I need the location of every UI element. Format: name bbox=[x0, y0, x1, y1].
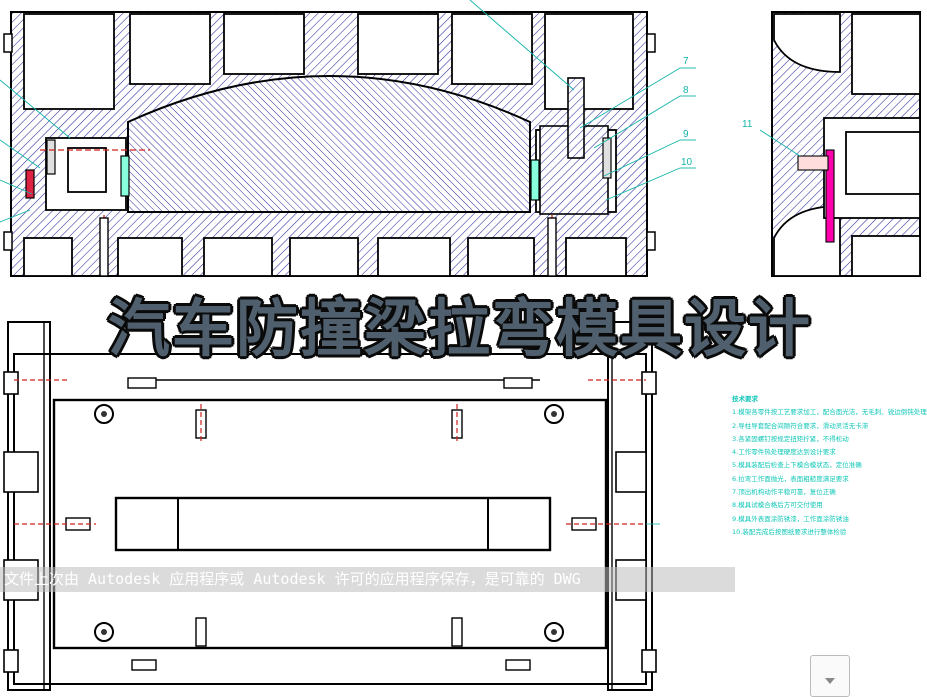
callout-11: 11 bbox=[742, 119, 753, 130]
notes-line: 2.导柱导套配合间隙符合要求，滑动灵活无卡滞 bbox=[732, 421, 869, 430]
callout-8: 8 bbox=[683, 85, 689, 96]
notes-line: 7.顶出机构动作平稳可靠，复位正确 bbox=[732, 488, 836, 497]
plan-view bbox=[3, 321, 660, 691]
callout-7: 7 bbox=[683, 56, 689, 67]
notes-heading: 技术要求 bbox=[732, 395, 758, 403]
page-title: 汽车防撞梁拉弯模具设计 bbox=[107, 292, 812, 365]
notes-line: 5.模具装配后检查上下模合模状态，定位准确 bbox=[732, 461, 862, 470]
callout-10: 10 bbox=[681, 157, 693, 168]
scroll-down-button[interactable] bbox=[810, 655, 850, 697]
callout-9: 9 bbox=[683, 129, 689, 140]
notes-line: 3.各紧固螺钉按规定扭矩拧紧，不得松动 bbox=[732, 434, 849, 443]
notes-line: 8.模具试模合格后方可交付使用 bbox=[732, 501, 823, 510]
technical-notes: 技术要求 1.模架各零件按工艺要求加工，配合面光洁，无毛刺、锐边倒钝处理 2.导… bbox=[732, 393, 927, 539]
section-view-detail bbox=[759, 11, 921, 277]
notes-line: 9.模具外表面涂防锈漆，工作面涂防锈油 bbox=[732, 514, 849, 523]
file-info-banner: 文件上次由 Autodesk 应用程序或 Autodesk 许可的应用程序保存，… bbox=[0, 567, 735, 592]
section-view-main bbox=[0, 0, 696, 277]
notes-line: 10.装配完成后按图纸要求进行整体检验 bbox=[732, 527, 847, 536]
notes-line: 1.模架各零件按工艺要求加工，配合面光洁，无毛刺、锐边倒钝处理 bbox=[732, 408, 927, 417]
notes-line: 4.工作零件热处理硬度达到设计要求 bbox=[732, 448, 836, 457]
notes-line: 6.拉弯工作面抛光，表面粗糙度满足要求 bbox=[732, 474, 849, 483]
